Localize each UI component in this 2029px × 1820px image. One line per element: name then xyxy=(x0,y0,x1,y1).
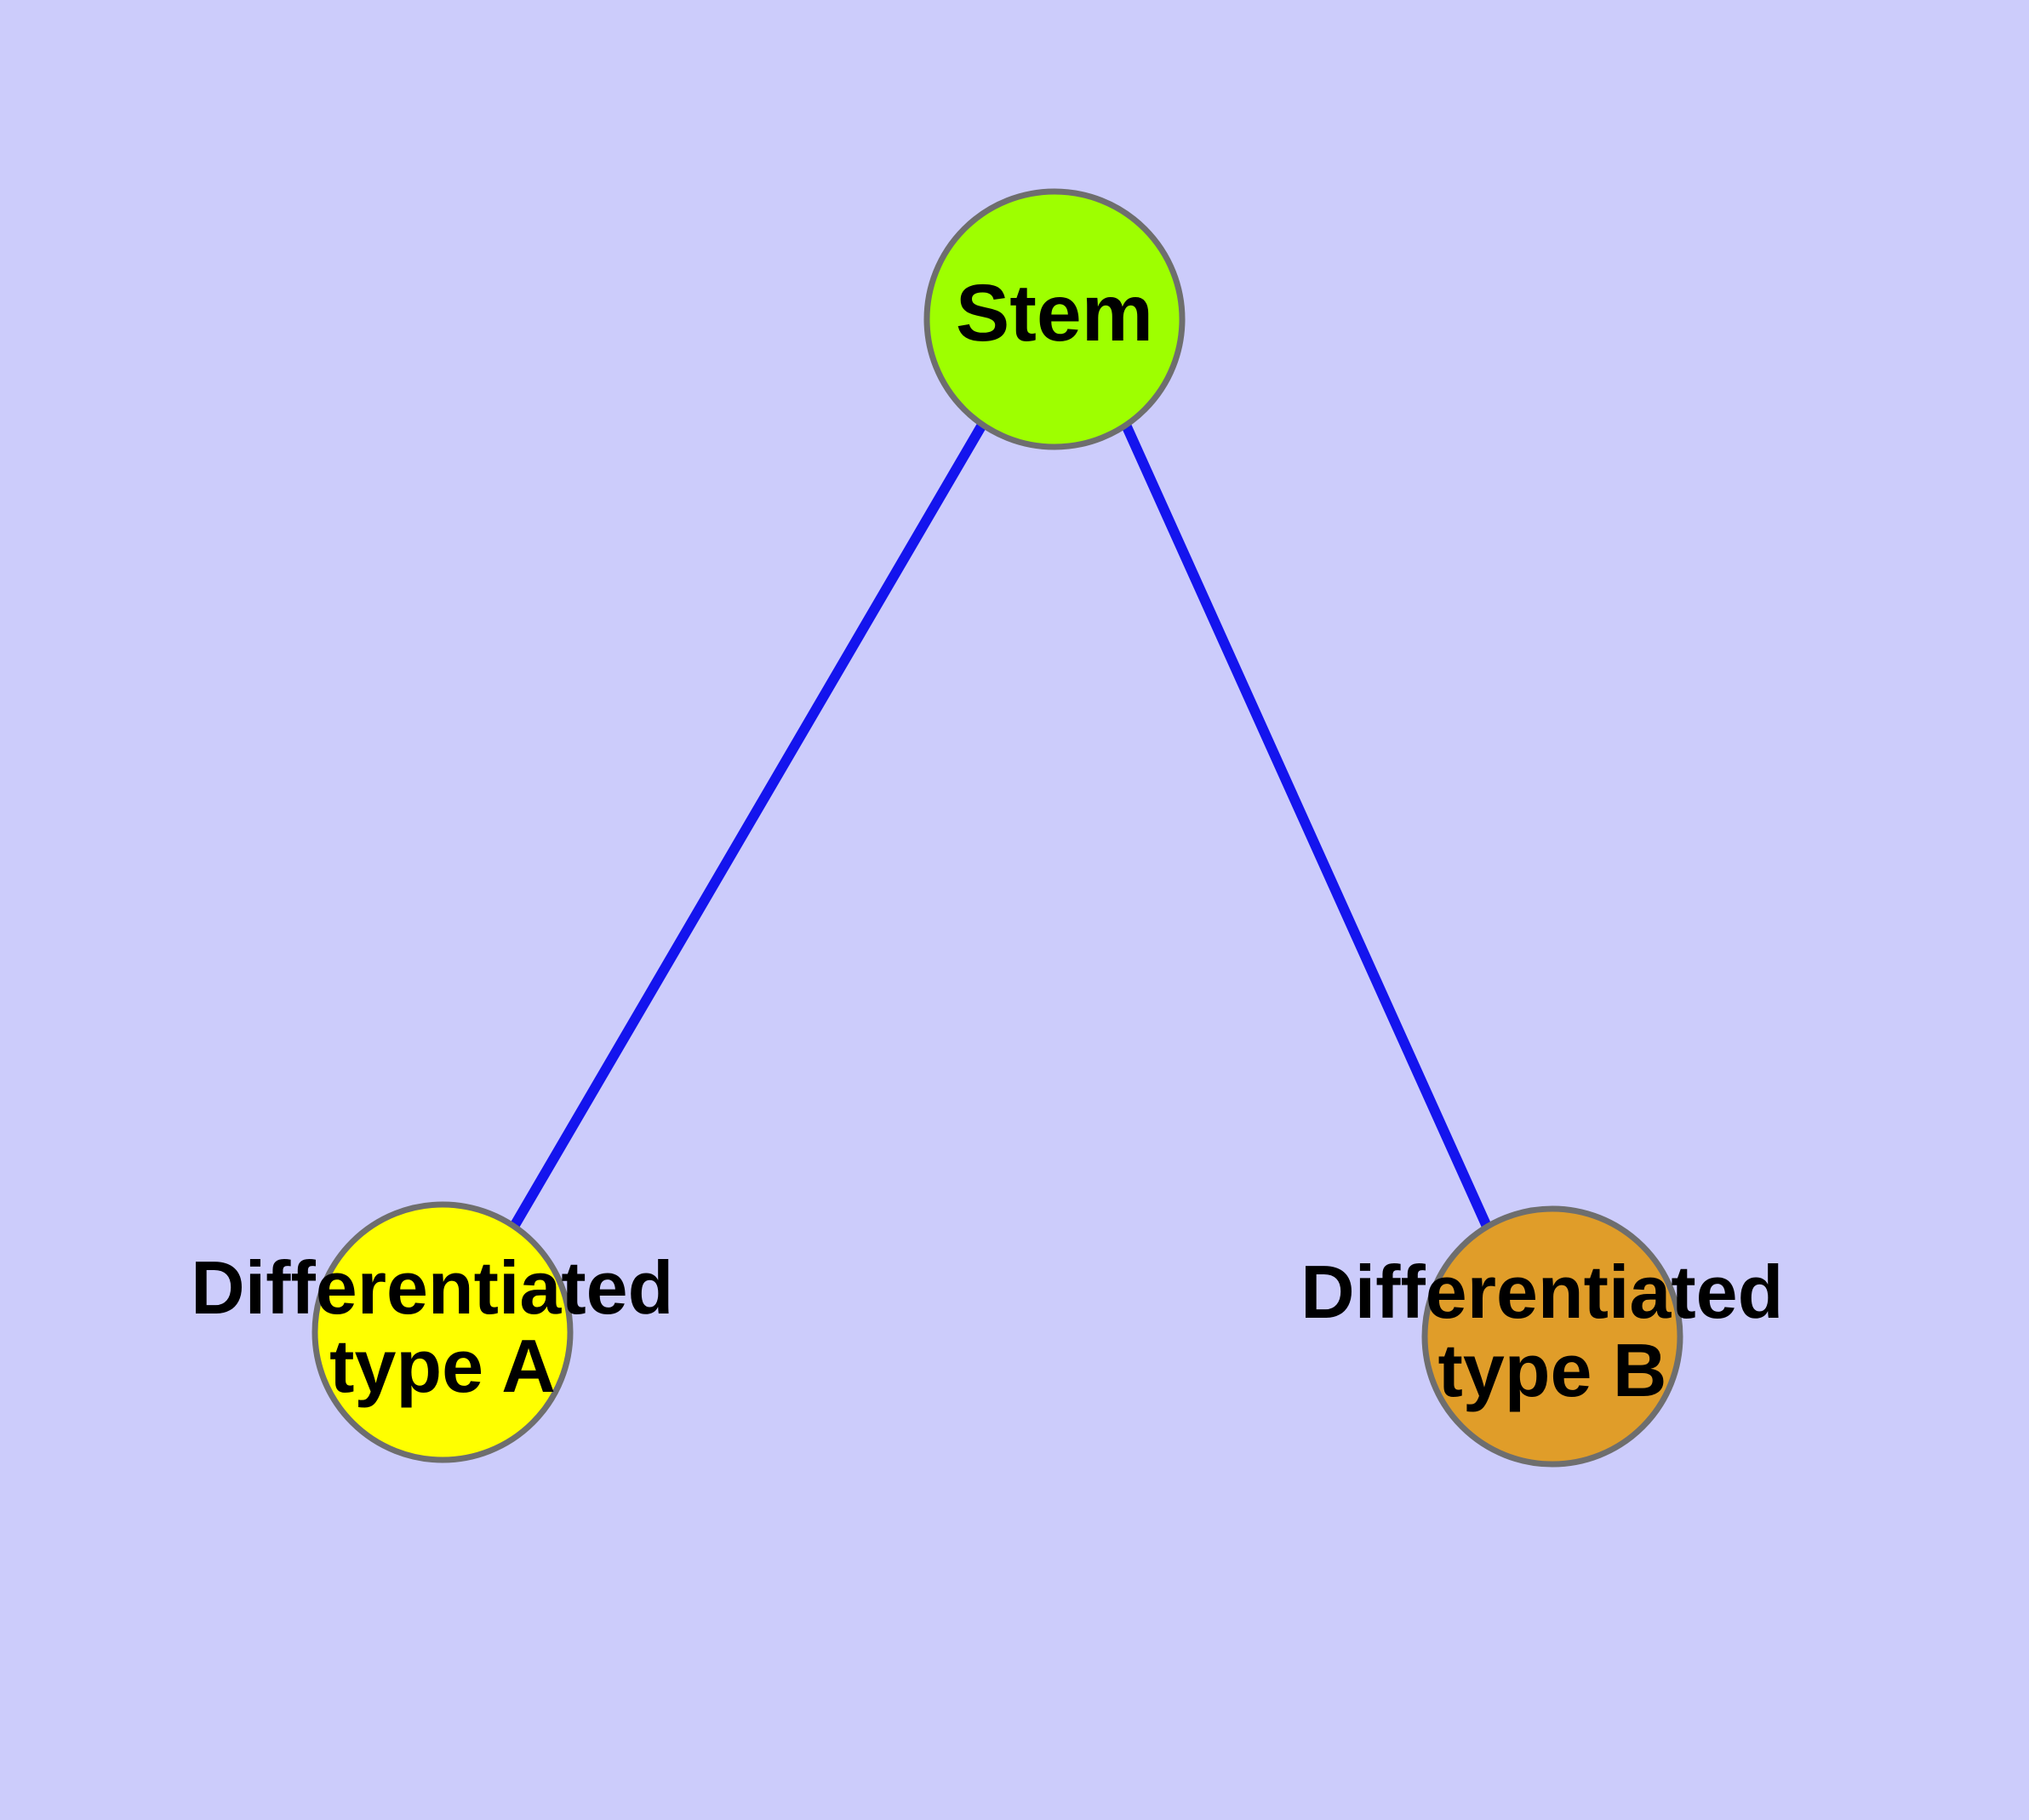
node-diff-b-label: Differentiated type B xyxy=(1300,1250,1804,1412)
node-stem-label-line-1: Stem xyxy=(956,268,1153,358)
node-diff-a[interactable]: Differentiated type A xyxy=(191,1201,694,1463)
node-stem-label: Stem xyxy=(956,268,1153,358)
node-diff-a-label-line-1: Differentiated xyxy=(191,1245,673,1330)
nodes-layer: Stem Differentiated type A Differentiate… xyxy=(191,188,1804,1468)
node-diff-a-circle[interactable] xyxy=(311,1201,574,1463)
node-diff-b[interactable]: Differentiated type B xyxy=(1300,1205,1804,1468)
node-stem[interactable]: Stem xyxy=(923,188,1186,450)
node-diff-b-label-line-2: type B xyxy=(1438,1328,1667,1412)
edge-stem-to-diff-b[interactable] xyxy=(1120,421,1493,1231)
node-diff-a-label-line-2: type A xyxy=(329,1324,556,1408)
node-diff-b-label-line-1: Differentiated xyxy=(1300,1250,1783,1334)
node-stem-circle[interactable] xyxy=(923,188,1186,450)
node-diff-a-label: Differentiated type A xyxy=(191,1245,694,1408)
node-diff-b-circle[interactable] xyxy=(1421,1205,1683,1468)
edge-stem-to-diff-a[interactable] xyxy=(510,421,987,1228)
edges-layer xyxy=(510,421,1493,1231)
